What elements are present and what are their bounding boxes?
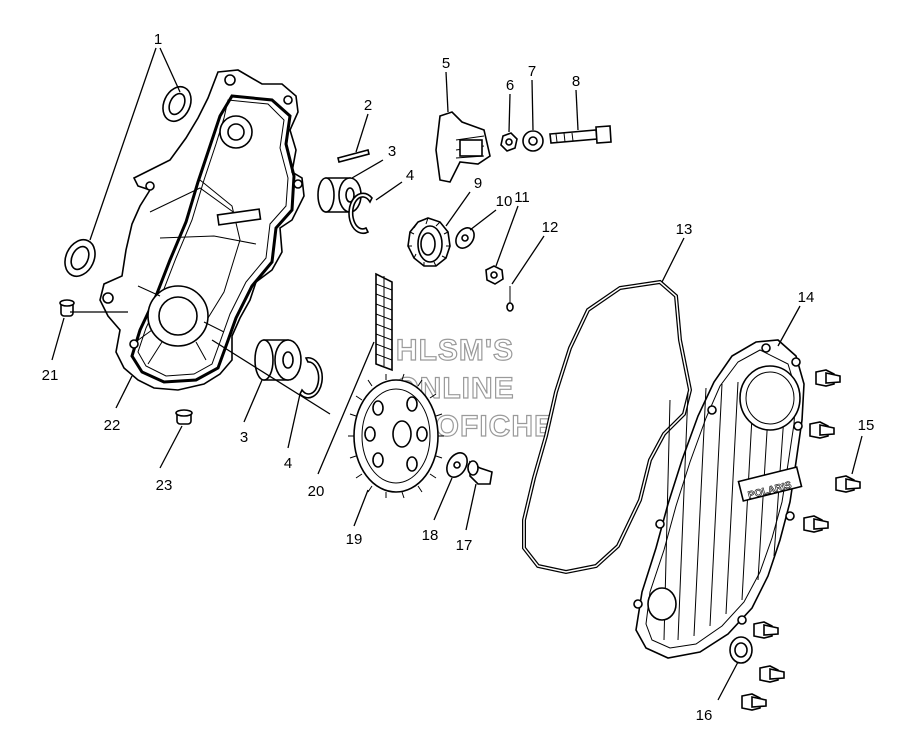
bearing-upper[interactable]: [317, 177, 362, 213]
callout-4-upper: 4: [406, 167, 414, 184]
callout-5: 5: [442, 55, 450, 72]
callout-9: 9: [474, 175, 482, 192]
leader-lines: [51, 47, 863, 701]
callout-18: 18: [422, 527, 439, 544]
cover-seal[interactable]: [729, 636, 753, 664]
housing-plug[interactable]: [175, 409, 193, 425]
bearing-lower[interactable]: [254, 339, 302, 381]
cotter-pin[interactable]: [506, 286, 514, 312]
callout-6: 6: [506, 77, 514, 94]
cover-bolt[interactable]: [753, 621, 779, 639]
seal-lower[interactable]: [59, 235, 100, 281]
callout-11: 11: [514, 189, 530, 206]
drain-plug[interactable]: [59, 299, 75, 317]
nut-small[interactable]: [500, 132, 518, 152]
drive-sprocket[interactable]: [407, 217, 451, 267]
adjuster-bolt[interactable]: [549, 125, 612, 144]
washer[interactable]: [452, 224, 478, 251]
drive-chain[interactable]: [375, 272, 393, 372]
chaincase-housing[interactable]: [99, 69, 305, 391]
callout-14: 14: [798, 289, 815, 306]
callout-12: 12: [542, 219, 559, 236]
cover-bolt[interactable]: [809, 421, 835, 439]
callout-13: 13: [676, 221, 693, 238]
chain-tensioner[interactable]: [435, 111, 491, 183]
sprocket-nut[interactable]: [485, 265, 504, 285]
callout-17: 17: [456, 537, 473, 554]
cover-bolt[interactable]: [759, 665, 785, 683]
callout-22: 22: [104, 417, 121, 434]
callout-7: 7: [528, 63, 536, 80]
callout-10: 10: [496, 193, 513, 210]
callout-16: 16: [696, 707, 713, 724]
cover-bolt[interactable]: [835, 475, 861, 493]
callout-4-lower: 4: [284, 455, 292, 472]
callout-21: 21: [42, 367, 59, 384]
callout-15: 15: [858, 417, 875, 434]
driven-sprocket[interactable]: [348, 373, 444, 499]
callout-1: 1: [154, 31, 162, 48]
dowel-pin[interactable]: [337, 149, 370, 163]
chaincase-cover[interactable]: POLARIS: [633, 339, 805, 659]
callout-8: 8: [572, 73, 580, 90]
flange-nut[interactable]: [522, 130, 544, 152]
cover-bolt[interactable]: [815, 369, 841, 387]
sprocket-bolt[interactable]: [467, 460, 493, 485]
cover-bolt[interactable]: [803, 515, 829, 533]
callout-20: 20: [308, 483, 325, 500]
callout-numbers: 1 2 3 4 5 6 7 8 9 10 11 12 13 14 15 16 1…: [42, 31, 875, 724]
callout-2: 2: [364, 97, 372, 114]
watermark-line1: HLSM'S: [396, 334, 514, 367]
cover-bolts[interactable]: [741, 369, 861, 711]
sprocket-washer[interactable]: [443, 449, 472, 481]
callout-23: 23: [156, 477, 173, 494]
snap-ring-lower[interactable]: [299, 356, 323, 399]
callout-19: 19: [346, 531, 363, 548]
seal-upper[interactable]: [158, 82, 197, 126]
snap-ring-upper[interactable]: [348, 192, 373, 235]
cover-bolt[interactable]: [741, 693, 767, 711]
callout-3-lower: 3: [240, 429, 248, 446]
callout-3-upper: 3: [388, 143, 396, 160]
cover-gasket[interactable]: [522, 279, 693, 575]
